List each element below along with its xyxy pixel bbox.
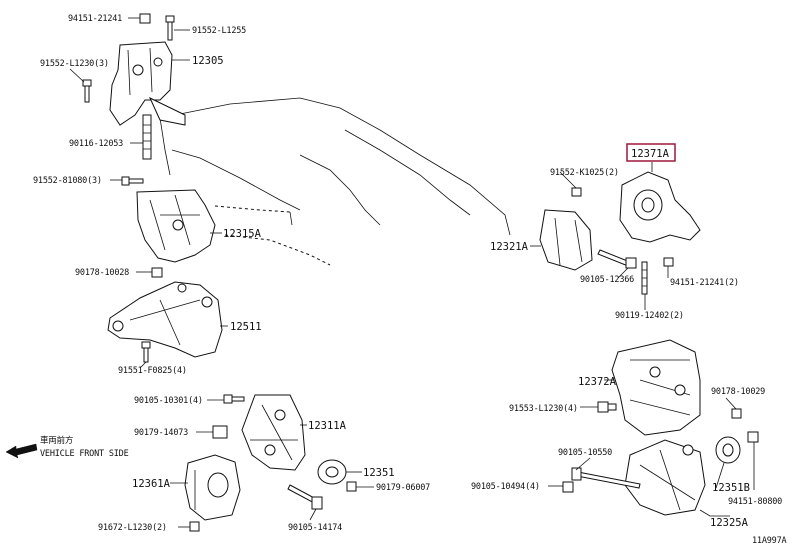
bolt-91551-F0825-icon <box>141 341 151 363</box>
label-90105-14174: 90105-14174 <box>288 523 342 533</box>
bolt-91672-L1230-icon <box>189 521 200 532</box>
label-12351B: 12351B <box>712 482 750 494</box>
figure-id: 11A997A <box>752 536 787 546</box>
label-90119-12402-2: 90119-12402(2) <box>615 311 684 321</box>
label-90116-12053: 90116-12053 <box>69 139 123 149</box>
bolt-91553-L1230-icon <box>597 401 617 413</box>
vehicle-front-arrow-icon <box>5 443 38 459</box>
part-12351B <box>715 436 741 464</box>
label-90105-10301-4: 90105-10301(4) <box>134 396 203 406</box>
label-12371A: 12371A <box>631 148 670 160</box>
callout-labels: 94151-21241 91552-L1255 12305 91552-L123… <box>33 14 782 533</box>
bolt-90105-12366-icon <box>597 249 637 269</box>
label-12315A: 12315A <box>223 228 262 240</box>
label-91552-L1230-3: 91552-L1230(3) <box>40 59 109 69</box>
highlight-box-12371A <box>626 143 676 162</box>
label-94151-80800: 94151-80800 <box>728 497 782 507</box>
label-90105-10494-4: 90105-10494(4) <box>471 482 540 492</box>
nut-94151-80800-icon <box>747 431 759 443</box>
label-90178-10028: 90178-10028 <box>75 268 129 278</box>
bolt-90105-14174-icon <box>287 484 323 510</box>
part-12311A <box>241 394 306 471</box>
label-12311A: 12311A <box>308 420 347 432</box>
label-91552-81080-3: 91552-81080(3) <box>33 176 102 186</box>
label-94151-21241-top: 94151-21241 <box>68 14 122 24</box>
engine-outline <box>159 97 511 266</box>
part-12371A <box>619 171 701 243</box>
nut-90179-06007-icon <box>346 481 357 492</box>
part-12351 <box>317 459 347 485</box>
label-91672-L1230-2: 91672-L1230(2) <box>98 523 167 533</box>
stud-90119-12402-icon <box>641 261 648 295</box>
part-12321A <box>539 209 593 271</box>
part-12372A <box>611 339 701 436</box>
label-12361A: 12361A <box>132 478 171 490</box>
label-90178-10029: 90178-10029 <box>711 387 765 397</box>
part-12325A <box>624 439 706 516</box>
part-12315A <box>136 189 216 263</box>
bolt-top-icon <box>165 15 175 41</box>
bolt-90105-10550-icon <box>571 467 641 489</box>
part-12305 <box>109 41 186 160</box>
label-90179-06007: 90179-06007 <box>376 483 430 493</box>
label-12325A: 12325A <box>710 517 749 529</box>
label-90105-10550: 90105-10550 <box>558 448 612 458</box>
label-91552-K1025-2: 91552-K1025(2) <box>550 168 619 178</box>
nut-90178-10029-icon <box>731 408 742 419</box>
label-12372A: 12372A <box>578 376 617 388</box>
label-94151-21241-2: 94151-21241(2) <box>670 278 739 288</box>
label-91551-F0825-4: 91551-F0825(4) <box>118 366 187 376</box>
label-90105-12366: 90105-12366 <box>580 275 634 285</box>
part-12361A <box>184 454 241 521</box>
part-12511 <box>107 281 223 358</box>
label-91552-L1255: 91552-L1255 <box>192 26 246 36</box>
bolt-90105-10301-icon <box>223 394 245 404</box>
nut-90178-10028-icon <box>151 267 163 278</box>
label-12321A: 12321A <box>490 241 529 253</box>
collar-90179-14073-icon <box>212 425 228 439</box>
bolt-91552-81080-icon <box>121 176 144 186</box>
nut-94151-21241-icon <box>663 257 674 267</box>
label-12305: 12305 <box>192 55 224 67</box>
nut-top-icon <box>139 13 151 24</box>
label-91553-L1230-4: 91553-L1230(4) <box>509 404 578 414</box>
vehicle-front-label-jp: 車両前方 <box>40 435 73 446</box>
bolt-left-upper-icon <box>82 79 92 103</box>
bolt-91552-K1025-icon <box>571 187 582 197</box>
label-12351: 12351 <box>363 467 395 479</box>
leader-lines <box>69 17 755 528</box>
label-90179-14073: 90179-14073 <box>134 428 188 438</box>
vehicle-front-label: VEHICLE FRONT SIDE <box>40 449 129 459</box>
bolt-90105-10494-icon <box>562 481 574 493</box>
label-12511: 12511 <box>230 321 262 333</box>
